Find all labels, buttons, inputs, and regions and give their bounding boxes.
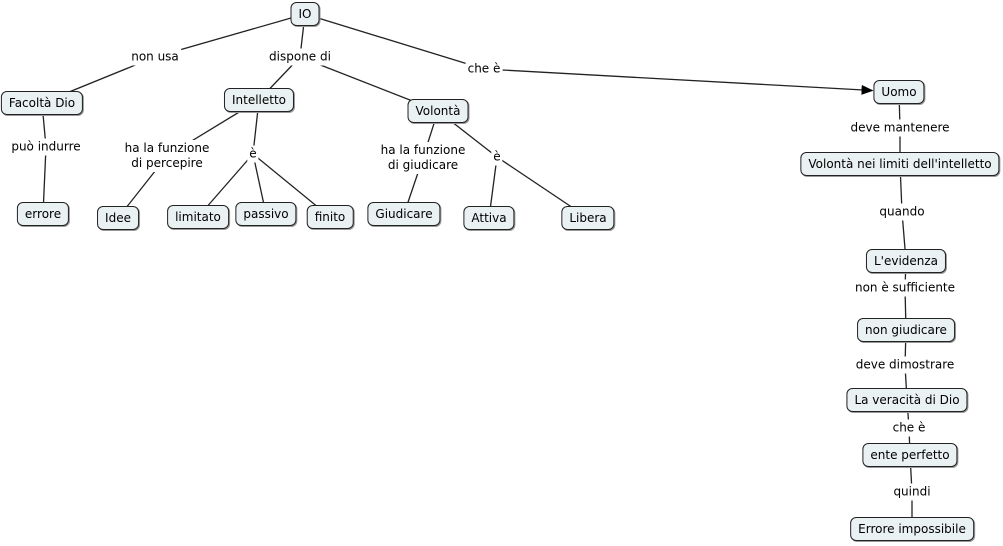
concept-node-errore[interactable]: errore <box>16 202 70 226</box>
concept-node-evidenza[interactable]: L'evidenza <box>865 249 947 273</box>
concept-node-ente[interactable]: ente perfetto <box>862 443 958 467</box>
concept-node-finito[interactable]: finito <box>306 205 354 229</box>
concept-node-passivo[interactable]: passivo <box>235 202 297 226</box>
concept-node-libera[interactable]: Libera <box>561 206 615 230</box>
concept-node-impossibile[interactable]: Errore impossibile <box>850 517 974 541</box>
connector-line <box>304 13 485 70</box>
concept-node-idee[interactable]: Idee <box>97 206 139 230</box>
link-phrase-l-e2: è <box>491 148 503 166</box>
concept-node-veracita[interactable]: La veracità di Dio <box>846 388 968 412</box>
link-phrase-l-dimostrare: deve dimostrare <box>853 356 957 374</box>
concept-node-limitato[interactable]: limitato <box>167 205 229 229</box>
link-phrase-l-sufficiente: non è sufficiente <box>852 279 958 297</box>
link-phrase-l-quando: quando <box>877 203 927 221</box>
concept-node-io[interactable]: IO <box>290 2 320 26</box>
concept-node-intelletto[interactable]: Intelletto <box>223 88 295 112</box>
concept-node-non-giudicare[interactable]: non giudicare <box>857 318 955 342</box>
link-phrase-l-nonusa: non usa <box>129 48 181 66</box>
concept-node-facolta[interactable]: Facoltà Dio <box>0 91 84 115</box>
link-phrase-l-puo: può indurre <box>9 138 83 156</box>
concept-node-giudicare[interactable]: Giudicare <box>367 202 441 226</box>
link-phrase-l-cheE1: che è <box>465 60 503 78</box>
link-phrase-l-cheE2: che è <box>890 419 928 437</box>
link-phrase-l-e1: è <box>247 145 259 163</box>
link-phrase-l-mantenere: deve mantenere <box>848 119 952 137</box>
concept-node-uomo[interactable]: Uomo <box>873 80 925 104</box>
link-phrase-l-dispone: dispone di <box>267 48 333 66</box>
connector-line <box>483 68 874 95</box>
concept-node-attiva[interactable]: Attiva <box>463 206 515 230</box>
concept-node-volonta-limiti[interactable]: Volontà nei limiti dell'intelletto <box>800 152 1000 176</box>
link-phrase-l-quindi: quindi <box>891 483 933 501</box>
concept-node-volonta[interactable]: Volontà <box>407 99 469 123</box>
